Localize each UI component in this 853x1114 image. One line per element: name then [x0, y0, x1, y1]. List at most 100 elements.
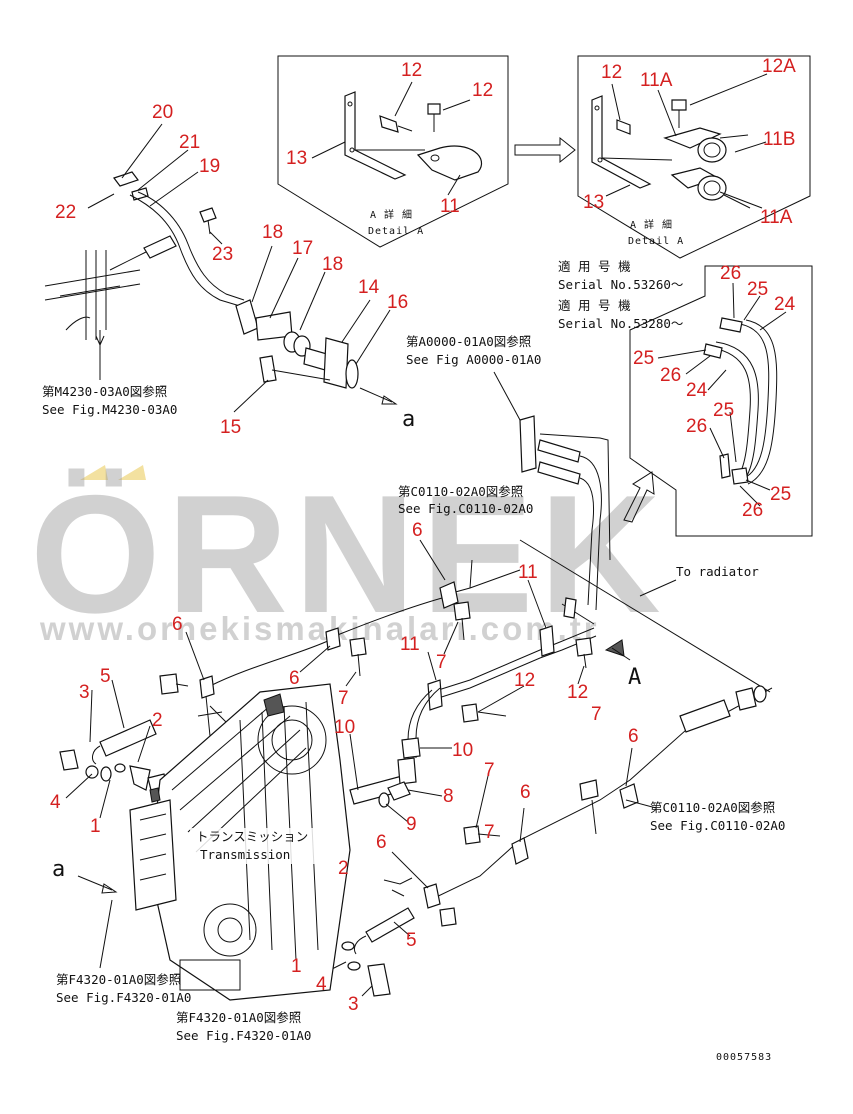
callout-25: 25: [633, 348, 654, 369]
to-radiator-label: To radiator: [676, 564, 759, 579]
ref-c0110-right-en: See Fig.C0110-02A0: [650, 818, 785, 833]
serial-note-1-jp: 適 用 号 機: [558, 259, 631, 274]
ref-f4320-left-en: See Fig.F4320-01A0: [56, 990, 191, 1005]
callout-25: 25: [770, 484, 791, 505]
callout-4: 4: [316, 974, 327, 995]
callout-26: 26: [720, 263, 741, 284]
watermark-logo: ÖRNEK: [30, 460, 667, 648]
callout-18: 18: [322, 254, 343, 275]
serial-note-2-en: Serial No.53280～: [558, 316, 683, 331]
callout-11b: 11B: [763, 129, 795, 150]
ref-m4230-en: See Fig.M4230-03A0: [42, 402, 177, 417]
callout-26: 26: [686, 416, 707, 437]
callout-11a: 11A: [640, 70, 673, 91]
callout-23: 23: [212, 244, 233, 265]
detail-arrow: [514, 136, 576, 164]
detail-right-title-jp: A 詳 細: [630, 218, 673, 231]
callout-12a: 12A: [762, 56, 796, 77]
callout-11: 11: [518, 562, 538, 583]
callout-12: 12: [472, 80, 493, 101]
callout-6: 6: [520, 782, 531, 803]
callout-24: 24: [774, 294, 796, 315]
valve-assembly: [519, 415, 631, 661]
callout-20: 20: [152, 102, 173, 123]
callout-24: 24: [686, 380, 708, 401]
callout-15: 15: [220, 417, 241, 438]
callout-6: 6: [289, 668, 300, 689]
detail-a-left: [277, 55, 509, 248]
callout-7: 7: [338, 688, 349, 709]
callout-21: 21: [179, 132, 200, 153]
callout-11: 11: [400, 634, 420, 655]
callout-25: 25: [713, 400, 734, 421]
transmission-label-en: Transmission: [200, 847, 290, 862]
callout-7: 7: [591, 704, 602, 725]
callout-13: 13: [286, 148, 307, 169]
callout-5: 5: [100, 666, 111, 687]
callout-10: 10: [334, 717, 355, 738]
callout-3: 3: [79, 682, 90, 703]
connector-a-lower: a: [52, 857, 65, 882]
callout-3: 3: [348, 994, 359, 1015]
callout-12: 12: [514, 670, 535, 691]
watermark-url: www.ornekismakinalari.com.tr: [39, 610, 600, 647]
ref-f4320-left-jp: 第F4320-01A0図参照: [56, 972, 181, 987]
ref-m4230-jp: 第M4230-03A0図参照: [42, 384, 167, 399]
callout-12: 12: [601, 62, 622, 83]
callout-8: 8: [443, 786, 454, 807]
serial-note-1-en: Serial No.53260～: [558, 277, 683, 292]
callout-14: 14: [358, 277, 380, 298]
callout-19: 19: [199, 156, 220, 177]
detail-a-right: [577, 55, 811, 259]
callout-25: 25: [747, 279, 768, 300]
ref-a0000-jp: 第A0000-01A0図参照: [406, 334, 531, 349]
detail-left-title-en: Detail A: [368, 226, 424, 237]
transmission-label-jp: トランスミッション: [196, 829, 308, 844]
connector-a-upper: a: [402, 407, 415, 432]
callout-12: 12: [401, 60, 422, 81]
callout-26: 26: [742, 500, 763, 521]
ref-a0000-en: See Fig A0000-01A0: [406, 352, 541, 367]
ref-f4320-bottom-jp: 第F4320-01A0図参照: [176, 1010, 301, 1025]
callout-16: 16: [387, 292, 408, 313]
callout-17: 17: [292, 238, 313, 259]
callout-12: 12: [567, 682, 588, 703]
callout-6: 6: [412, 520, 423, 541]
ref-f4320-bottom-en: See Fig.F4320-01A0: [176, 1028, 311, 1043]
callout-1: 1: [291, 956, 302, 977]
callout-22: 22: [55, 202, 76, 223]
callout-7: 7: [484, 760, 495, 781]
ref-c0110-top-en: See Fig.C0110-02A0: [398, 501, 533, 516]
ref-c0110-right-jp: 第C0110-02A0図参照: [650, 800, 775, 815]
serial-note-2-jp: 適 用 号 機: [558, 298, 631, 313]
callout-26: 26: [660, 365, 681, 386]
callout-11a: 11A: [760, 207, 793, 228]
callout-6: 6: [172, 614, 183, 635]
callout-4: 4: [50, 792, 61, 813]
transmission-body: [77, 683, 351, 1001]
detail-right-title-en: Detail A: [628, 236, 684, 247]
leader-a0000: [493, 371, 521, 421]
callout-1: 1: [90, 816, 101, 837]
callout-6: 6: [628, 726, 639, 747]
hose-detail-box: [623, 265, 813, 537]
detail-left-title-jp: A 詳 細: [370, 208, 413, 221]
callout-13: 13: [583, 192, 604, 213]
watermark: ÖRNEK www.ornekismakinalari.com.tr: [30, 460, 667, 648]
ref-c0110-top-jp: 第C0110-02A0図参照: [398, 484, 523, 499]
callout-7: 7: [436, 652, 447, 673]
drawing-number: 00057583: [716, 1052, 772, 1063]
callout-11: 11: [440, 196, 460, 217]
callout-2: 2: [338, 858, 349, 879]
callout-7: 7: [484, 822, 495, 843]
callout-5: 5: [406, 930, 417, 951]
view-arrow-label: A: [628, 665, 641, 690]
callout-10: 10: [452, 740, 473, 761]
upper-left-assembly: [44, 123, 398, 413]
callout-2: 2: [152, 710, 163, 731]
callout-9: 9: [406, 814, 417, 835]
callout-6: 6: [376, 832, 387, 853]
leader-to-radiator: [639, 579, 677, 597]
callout-18: 18: [262, 222, 283, 243]
